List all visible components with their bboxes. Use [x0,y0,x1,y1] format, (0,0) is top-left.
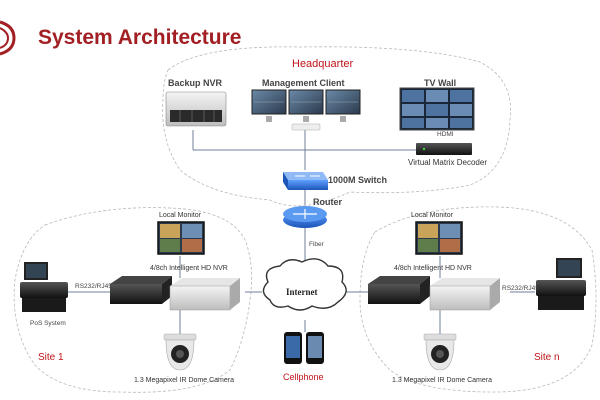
cellphone-label: Cellphone [283,372,324,382]
site1-region [13,207,253,393]
logo-mark-icon [0,20,16,56]
internet-label: Internet [286,287,318,297]
headquarter-label: Headquarter [292,58,354,70]
tv-wall-label: TV Wall [424,78,457,88]
rs232-left-label: RS232/RJ45 [75,283,112,290]
router-icon [283,206,327,228]
siten-label: Site n [534,352,560,363]
matrix-decoder-icon [416,143,472,155]
pos-left-icon [20,262,68,312]
local-monitor-left-icon [157,221,205,255]
management-client-label: Management Client [262,78,345,88]
pos-right-icon [536,258,586,310]
router-label: Router [313,197,342,207]
local-monitor-right-icon [415,221,463,255]
headquarter-region [162,46,512,207]
local-monitor-left-label: Local Monitor [159,212,202,219]
switch-icon [283,172,328,190]
matrix-decoder-label: Virtual Matrix Decoder [408,158,487,167]
pos-system-label: PoS System [30,320,66,327]
fiber-label: Fiber [309,241,324,248]
nvr-right-label: 4/8ch Intelligent HD NVR [394,265,472,272]
rs232-right-label: RS232/RJ45 [502,285,539,292]
management-client-icon [251,89,361,131]
internet-cloud-icon [262,258,347,311]
local-monitor-right-label: Local Monitor [411,212,454,219]
dome-camera-left-icon [163,333,197,371]
page-title: System Architecture [38,26,242,49]
site1-label: Site 1 [38,352,64,363]
nvr-right-icon [368,276,500,311]
hdmi-label: HDMI [437,131,454,138]
connection-lines [68,130,535,335]
camera-left-label: 1.3 Megapixel IR Dome Camera [134,377,234,384]
cellphone-icon [284,332,324,364]
switch-label: 1000M Switch [328,175,388,185]
camera-right-label: 1.3 Megapixel IR Dome Camera [392,377,492,384]
nvr-left-icon [110,276,240,311]
tv-wall-icon [399,87,475,131]
backup-nvr-icon [165,91,227,127]
nvr-left-label: 4/8ch Intelligent HD NVR [150,265,228,272]
siten-region [359,206,597,393]
dome-camera-right-icon [423,333,457,371]
backup-nvr-label: Backup NVR [168,78,223,88]
